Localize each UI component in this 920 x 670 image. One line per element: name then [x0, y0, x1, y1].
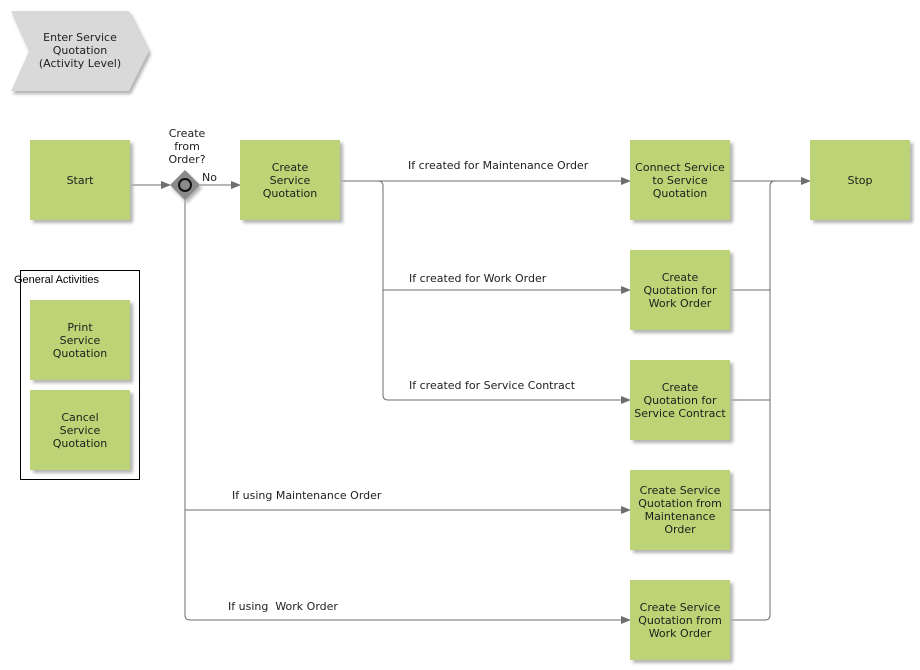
- gateway-circle-icon: [178, 178, 192, 192]
- from-work-order-step[interactable]: Create Service Quotation from Work Order: [630, 580, 730, 660]
- create-service-quotation-step[interactable]: Create Service Quotation: [240, 140, 340, 220]
- stop-event[interactable]: Stop: [810, 140, 910, 220]
- connectors: [131, 177, 811, 624]
- condition-using-maintenance-order: If using Maintenance Order: [232, 489, 382, 502]
- cancel-service-quotation-step[interactable]: Cancel Service Quotation: [30, 390, 130, 470]
- decision-no-label: No: [202, 171, 217, 184]
- process-header-chevron: [11, 11, 149, 91]
- condition-using-work-order: If using Work Order: [228, 600, 338, 613]
- condition-work-order: If created for Work Order: [409, 272, 547, 285]
- general-activities-title: General Activities: [14, 274, 99, 286]
- decision-gateway: [170, 170, 200, 200]
- connect-service-step[interactable]: Connect Service to Service Quotation: [630, 140, 730, 220]
- condition-maintenance-order: If created for Maintenance Order: [408, 159, 589, 172]
- quotation-work-order-step[interactable]: Create Quotation for Work Order: [630, 250, 730, 330]
- process-header-label: Enter Service Quotation (Activity Level): [38, 31, 122, 70]
- connector-gateway-down: [184, 197, 191, 621]
- decision-question: Create from Order?: [168, 127, 206, 166]
- from-maintenance-order-step[interactable]: Create Service Quotation from Maintenanc…: [630, 470, 730, 550]
- print-service-quotation-step[interactable]: Print Service Quotation: [30, 300, 130, 380]
- condition-service-contract: If created for Service Contract: [409, 379, 576, 392]
- quotation-service-contract-step[interactable]: Create Quotation for Service Contract: [630, 360, 730, 440]
- connector-merge-vertical: [731, 180, 776, 621]
- start-event[interactable]: Start: [30, 140, 130, 220]
